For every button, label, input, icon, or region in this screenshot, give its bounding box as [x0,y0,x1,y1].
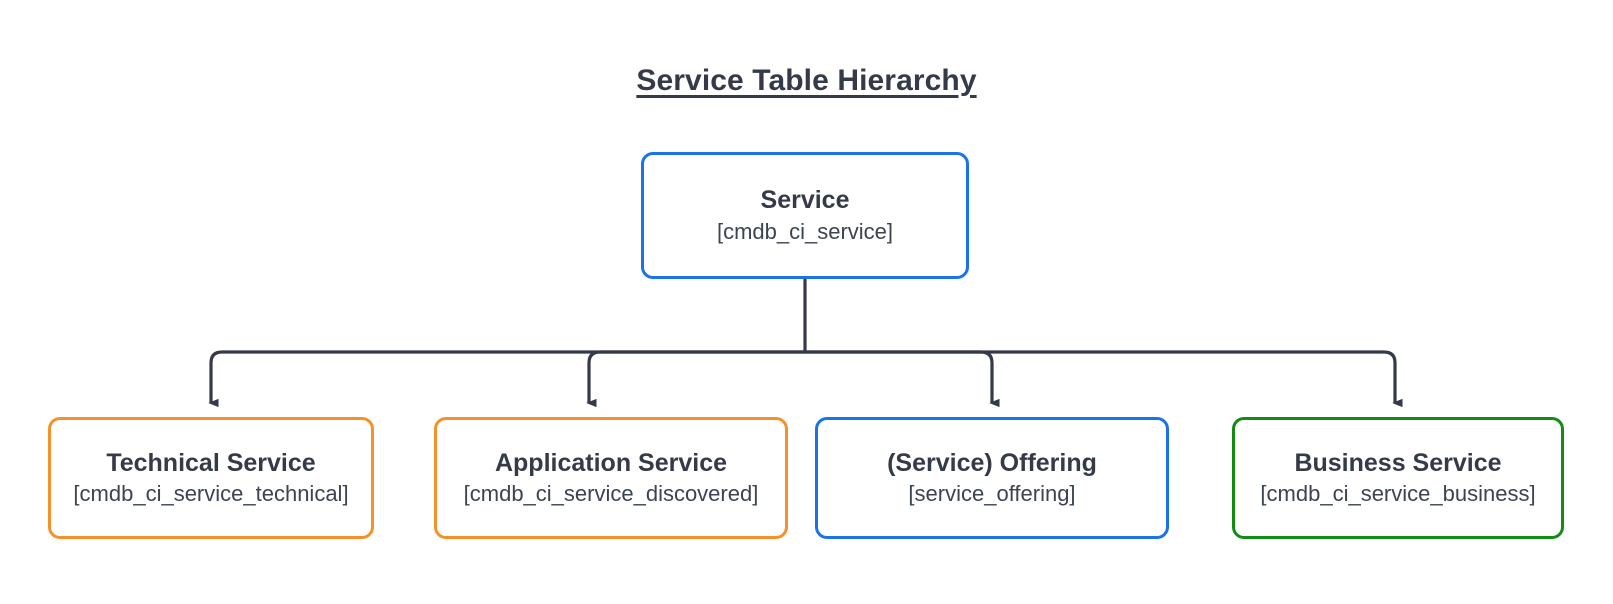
connector-to-business [805,350,1395,403]
page-title: Service Table Hierarchy [636,64,977,97]
node-title: Business Service [1294,448,1502,477]
node-service-offering[interactable]: (Service) Offering [service_offering] [815,417,1169,539]
node-title: Service [760,186,850,215]
node-title: (Service) Offering [887,448,1097,477]
connector-to-technical [211,350,805,403]
node-title: Application Service [494,448,728,477]
node-table-name: [cmdb_ci_service_technical] [73,481,349,507]
node-table-name: [cmdb_ci_service_business] [1260,481,1536,507]
node-table-name: [service_offering] [908,481,1076,507]
node-application-service[interactable]: Application Service [cmdb_ci_service_dis… [434,417,788,539]
node-technical-service[interactable]: Technical Service [cmdb_ci_service_techn… [48,417,374,539]
connector-to-offering [805,350,992,403]
connector-to-application [589,350,805,403]
node-business-service[interactable]: Business Service [cmdb_ci_service_busine… [1232,417,1564,539]
node-table-name: [cmdb_ci_service] [716,218,894,244]
node-table-name: [cmdb_ci_service_discovered] [463,481,759,507]
node-service-root[interactable]: Service [cmdb_ci_service] [641,152,969,279]
node-title: Technical Service [106,448,316,477]
